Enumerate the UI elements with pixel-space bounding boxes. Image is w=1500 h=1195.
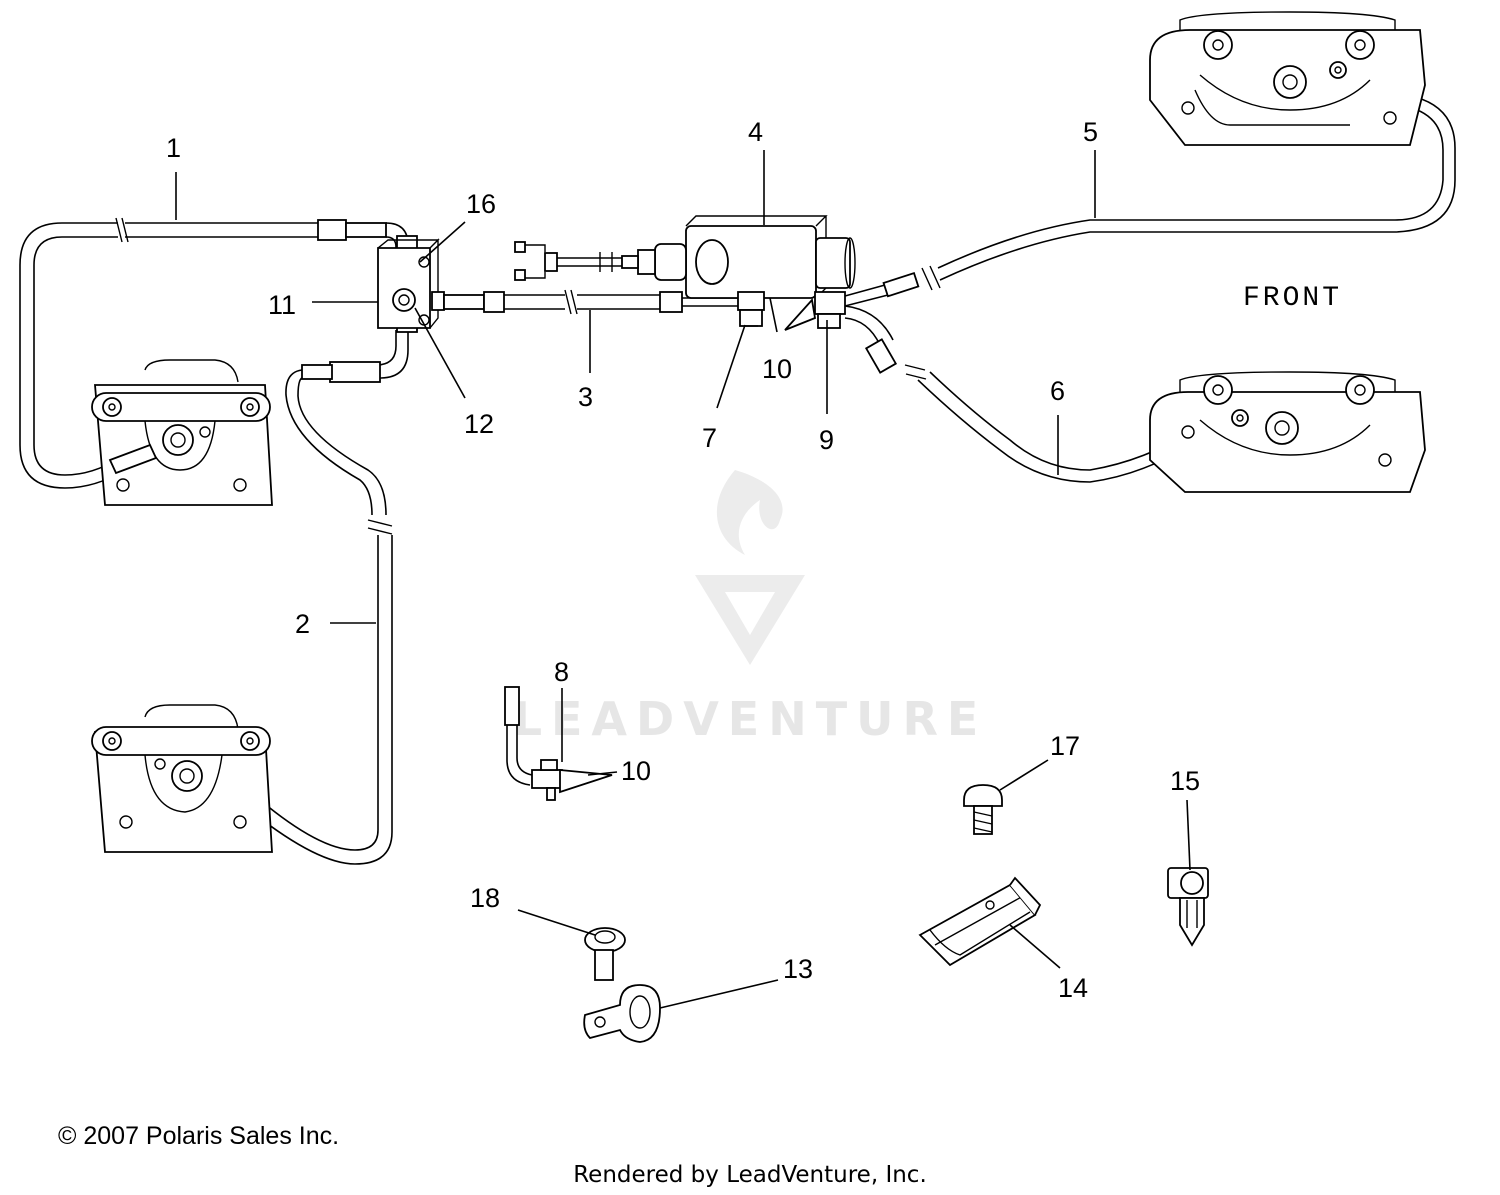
- callout-8: 8: [554, 657, 569, 687]
- brake-junction-block: [377, 235, 445, 333]
- callout-9: 9: [819, 425, 834, 455]
- front-caliper-upper: [1149, 11, 1426, 146]
- callout-5: 5: [1083, 117, 1098, 147]
- callout-7: 7: [702, 423, 717, 453]
- rear-caliper-upper: [91, 359, 273, 506]
- brake-tee-fitting-9: [784, 291, 846, 331]
- callout-11: 11: [268, 290, 296, 320]
- brake-switch-7: [737, 291, 765, 327]
- callout-15: 15: [1170, 766, 1200, 796]
- rendered-by-credit: Rendered by LeadVenture, Inc.: [573, 1162, 927, 1188]
- callout-3: 3: [578, 382, 593, 412]
- bolt-18: [584, 927, 626, 981]
- front-direction-label: FRONT: [1243, 283, 1342, 314]
- callout-18: 18: [470, 883, 500, 913]
- master-cylinder: [514, 215, 856, 299]
- screw-17: [963, 784, 1003, 835]
- callout-4: 4: [748, 117, 763, 147]
- rear-caliper-lower: [91, 704, 273, 853]
- callout-14: 14: [1058, 973, 1088, 1003]
- watermark-logo: LEADVENTURE: [513, 470, 988, 746]
- banjo-bolt-assembly: [504, 686, 613, 801]
- front-caliper-lower: [1149, 371, 1426, 493]
- brake-hose-3: [443, 289, 745, 315]
- callout-13: 13: [783, 954, 813, 984]
- callout-10-upper: 10: [762, 354, 792, 384]
- clip-15: [1167, 867, 1209, 947]
- callout-10-lower: 10: [621, 756, 651, 786]
- leader-lines: [175, 150, 1191, 1009]
- p-clamp-13: [583, 984, 661, 1043]
- bracket-14: [918, 876, 1042, 967]
- callout-12: 12: [464, 409, 494, 439]
- watermark-text: LEADVENTURE: [513, 692, 988, 746]
- copyright-notice: © 2007 Polaris Sales Inc.: [58, 1122, 340, 1150]
- callout-6: 6: [1050, 376, 1065, 406]
- callout-2: 2: [295, 609, 310, 639]
- callout-16: 16: [466, 189, 496, 219]
- callout-17: 17: [1050, 731, 1080, 761]
- callout-1: 1: [166, 133, 181, 163]
